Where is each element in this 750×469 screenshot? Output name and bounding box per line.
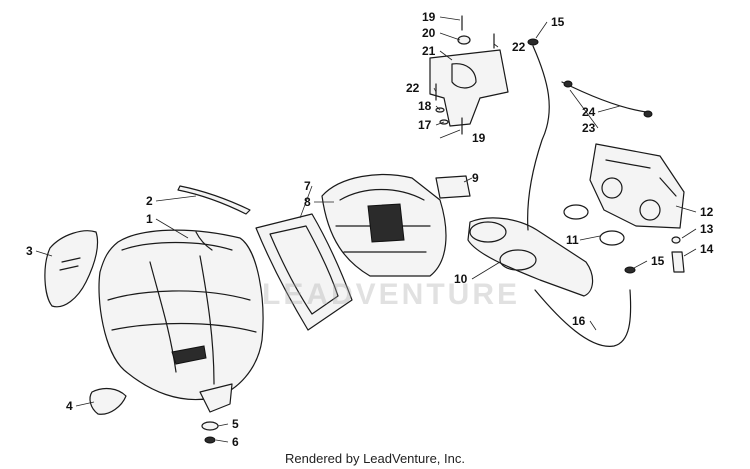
callout-numbers: 1 2 3 4 5 6 7 8 9 10 11 12 13 14 15 15 1…	[26, 10, 714, 449]
part-20-spacer[interactable]	[457, 35, 471, 45]
callout-12: 12	[700, 205, 714, 219]
part-11-clamps[interactable]	[563, 204, 625, 246]
callout-9: 9	[472, 171, 479, 185]
callout-7: 7	[304, 179, 311, 193]
callout-20: 20	[422, 26, 436, 40]
callout-19-upper: 19	[422, 10, 436, 24]
callout-23: 23	[582, 121, 596, 135]
callout-18: 18	[418, 99, 432, 113]
callout-11: 11	[566, 233, 579, 247]
callout-15-upper: 15	[551, 15, 565, 29]
part-7-seal-frame[interactable]	[255, 213, 353, 331]
part-8-airbox[interactable]	[321, 173, 447, 277]
part-6-fastener[interactable]	[204, 436, 216, 444]
part-10-intake-boot[interactable]	[467, 217, 594, 297]
callout-13: 13	[700, 222, 714, 236]
part-1-hood[interactable]	[98, 229, 264, 413]
callout-8: 8	[304, 195, 311, 209]
part-2-gasket-strip[interactable]	[177, 185, 251, 215]
leader-lines	[35, 16, 697, 443]
part-3-side-cover[interactable]	[44, 230, 99, 308]
callout-3: 3	[26, 244, 33, 258]
footer-credit: Rendered by LeadVenture, Inc.	[285, 451, 465, 466]
callout-19-lower: 19	[472, 131, 486, 145]
part-15-clamp-lower[interactable]	[624, 266, 636, 274]
callout-1: 1	[146, 212, 153, 226]
part-14-cap[interactable]	[671, 251, 685, 273]
callout-14: 14	[700, 242, 714, 256]
callout-17: 17	[418, 118, 432, 132]
part-4-emblem[interactable]	[89, 387, 127, 415]
part-13-plug[interactable]	[671, 236, 681, 244]
part-16-hose[interactable]	[534, 289, 632, 347]
part-24-cable[interactable]	[561, 81, 647, 113]
part-12-throttle-body[interactable]	[589, 143, 685, 229]
callout-22-upper: 22	[512, 40, 526, 54]
callout-4: 4	[66, 399, 73, 413]
callout-6: 6	[232, 435, 239, 449]
part-21-bracket[interactable]	[429, 49, 509, 127]
callout-10: 10	[454, 272, 468, 286]
callout-16: 16	[572, 314, 586, 328]
part-9-foam-pad[interactable]	[435, 175, 471, 199]
callout-22-lower: 22	[406, 81, 420, 95]
callout-2: 2	[146, 194, 153, 208]
callout-21: 21	[422, 44, 436, 58]
part-15-clamp-upper[interactable]	[527, 38, 539, 46]
callout-15-lower: 15	[651, 254, 665, 268]
callout-24: 24	[582, 105, 596, 119]
callout-5: 5	[232, 417, 239, 431]
part-23-fitting[interactable]	[563, 80, 653, 118]
part-5-grommet[interactable]	[201, 421, 219, 431]
vent-hose	[527, 45, 550, 231]
